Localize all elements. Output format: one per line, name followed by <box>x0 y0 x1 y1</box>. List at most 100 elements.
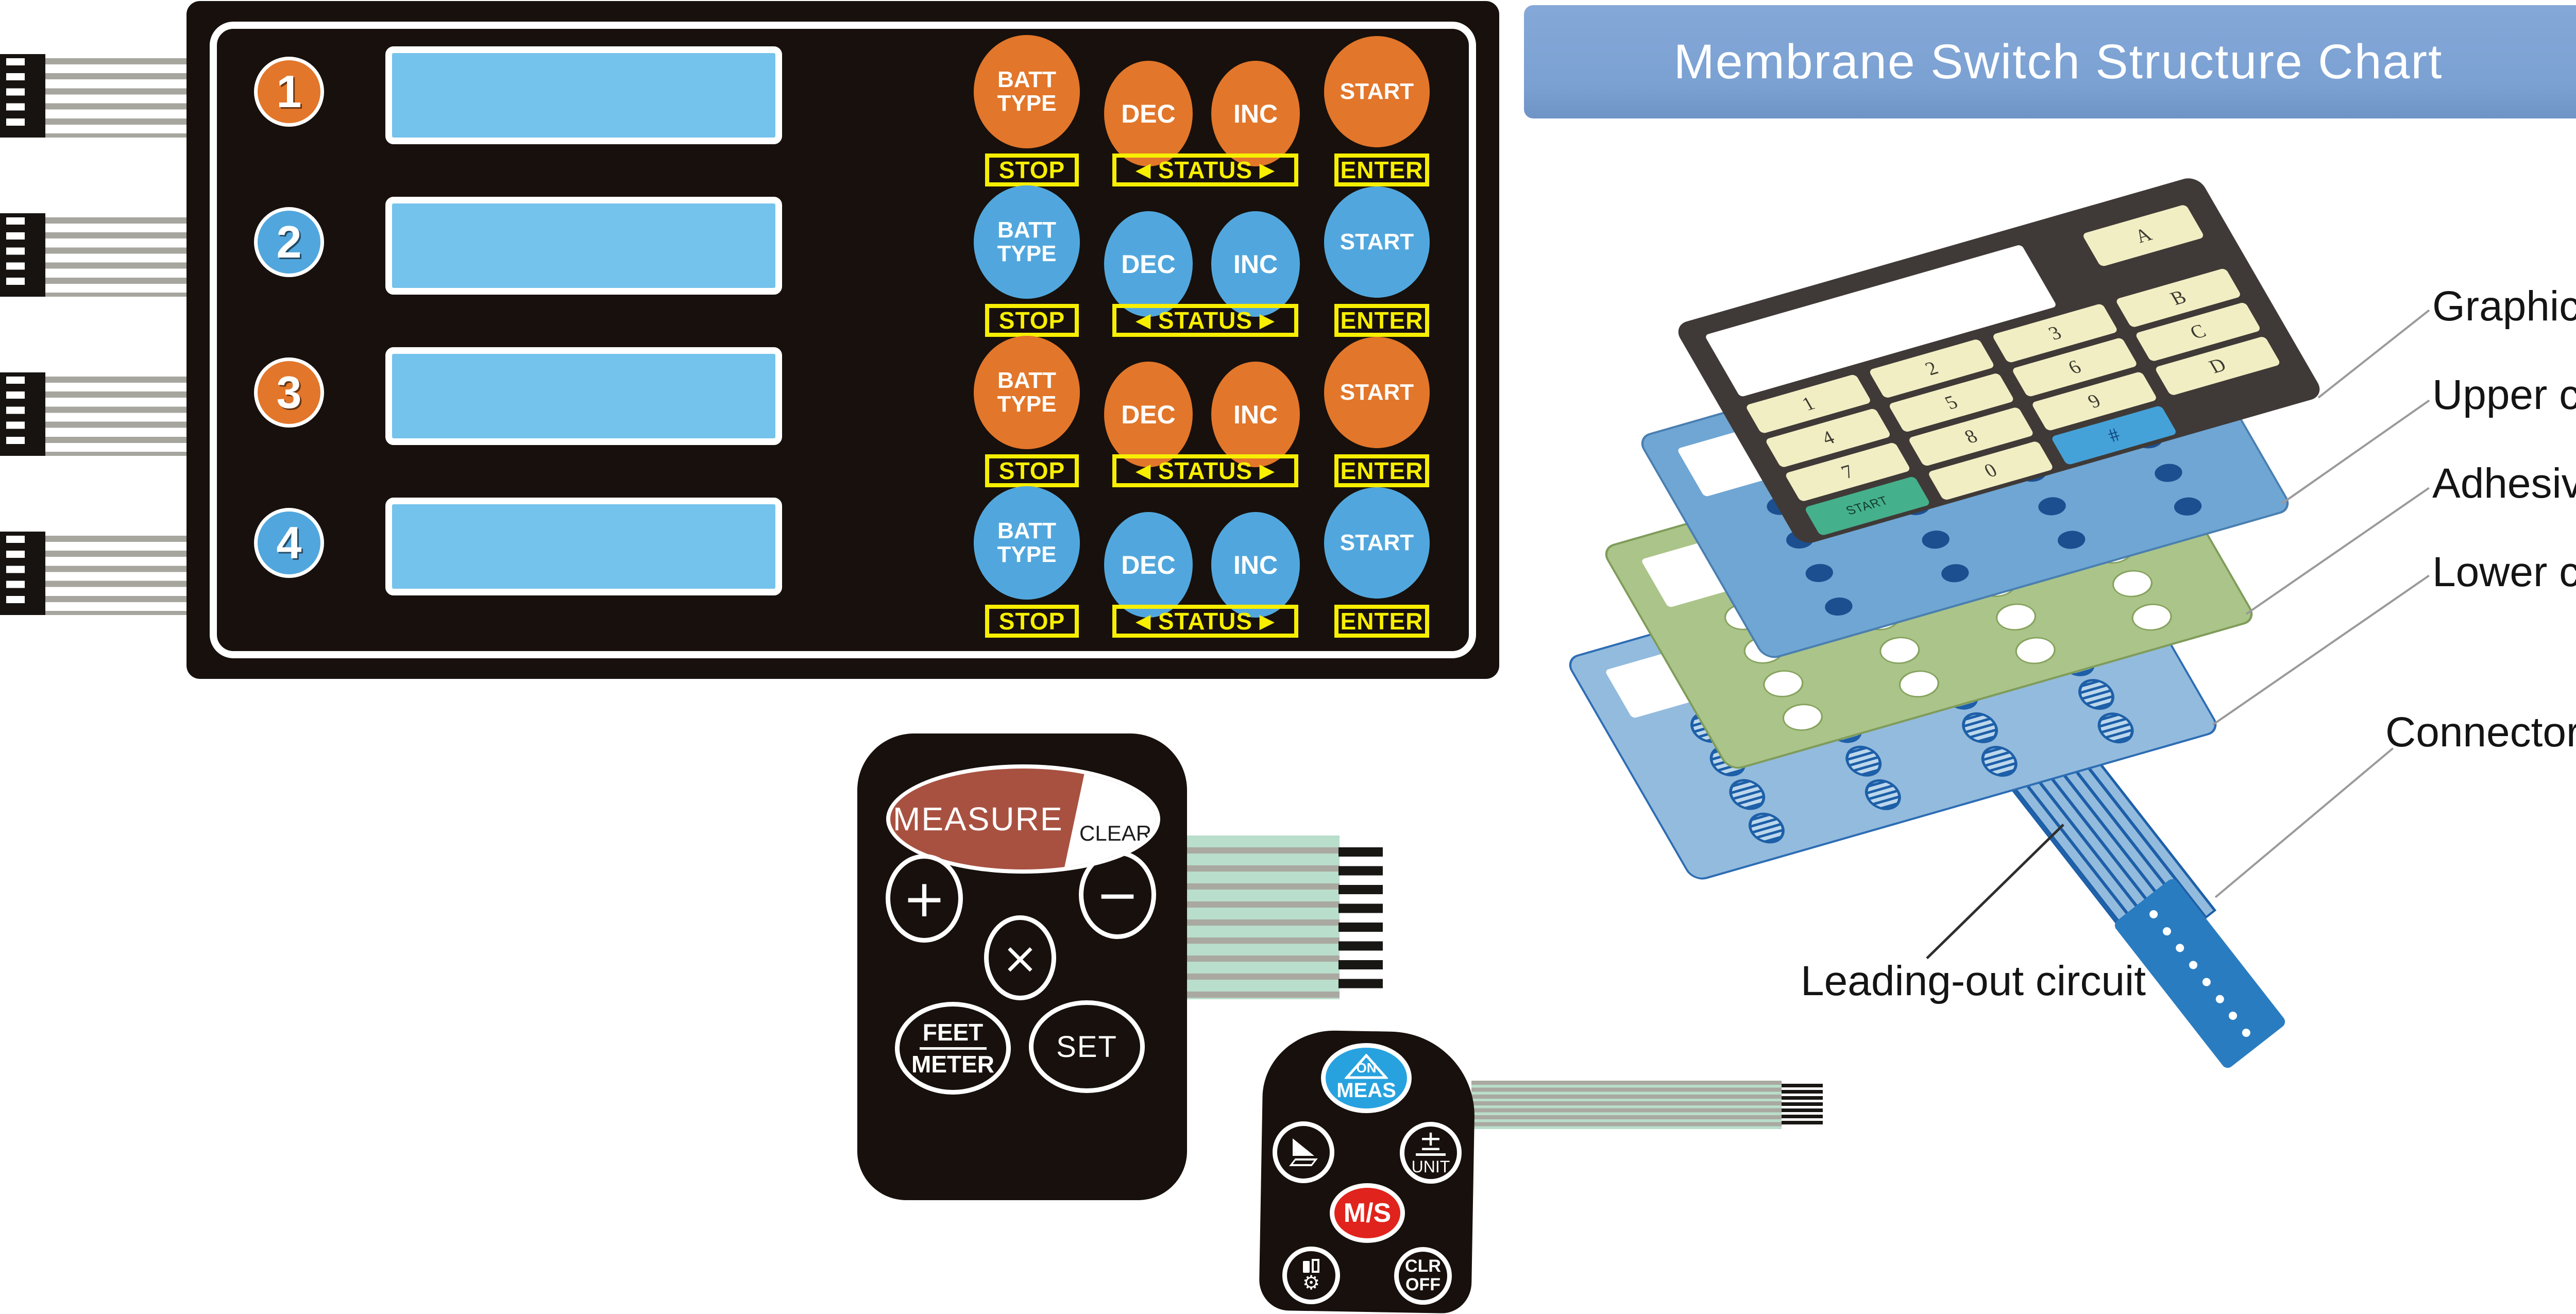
circuit-pad <box>1839 742 1888 781</box>
stop-button[interactable]: STOP <box>985 153 1079 186</box>
connector-contact-dot <box>2227 1010 2239 1022</box>
label-graphic-overlay: Graphic Overlay <box>2432 283 2576 330</box>
leader-line-upper-circuit <box>2281 399 2430 504</box>
leader-line-connector <box>2214 747 2394 898</box>
leader-line-graphic-overlay <box>2317 309 2430 399</box>
label-leading-out-circuit: Leading-out circuit <box>1801 958 2146 1004</box>
connector-contact-dot <box>2147 908 2160 920</box>
status-button[interactable]: ◀STATUS▶ <box>1112 304 1298 337</box>
enter-button[interactable]: ENTER <box>1334 605 1429 638</box>
status-right-arrow-icon[interactable]: ▶ <box>1260 310 1275 331</box>
adhesive-hole <box>2009 633 2061 669</box>
status-button[interactable]: ◀STATUS▶ <box>1112 153 1298 186</box>
backlight-button[interactable]: ⚙ <box>1282 1247 1340 1304</box>
page-title: Membrane Switch Structure Chart <box>1673 34 2443 89</box>
enter-button[interactable]: ENTER <box>1334 454 1429 487</box>
channel-number-badge: 4 <box>254 508 324 578</box>
lcd-display-window <box>385 347 782 445</box>
start-button[interactable]: START <box>1324 487 1430 599</box>
measurer-ribbon-cable <box>1183 835 1340 999</box>
status-right-arrow-icon[interactable]: ▶ <box>1260 610 1275 632</box>
circuit-pad <box>1955 708 2004 747</box>
feet-meter-button[interactable]: FEET METER <box>895 1002 1011 1095</box>
stop-button[interactable]: STOP <box>985 304 1079 337</box>
lcd-display-window <box>385 498 782 595</box>
ribbon-wires-3 <box>45 372 188 456</box>
status-button[interactable]: ◀STATUS▶ <box>1112 605 1298 638</box>
contact-dot <box>2054 528 2089 552</box>
label-upper-circuit-layer: Upper circuit Layer <box>2432 371 2576 418</box>
inc-button[interactable]: INC <box>1211 211 1300 317</box>
measurer-ribbon-pins <box>1338 847 1383 998</box>
circuit-pad <box>2072 675 2121 714</box>
status-left-arrow-icon[interactable]: ◀ <box>1136 460 1151 481</box>
contact-dot <box>1937 561 1973 586</box>
gear-icon: ⚙ <box>1302 1271 1320 1294</box>
channel-number-badge: 3 <box>254 357 324 428</box>
ribbon-wires-1 <box>45 54 188 138</box>
on-meas-button[interactable]: ON MEAS <box>1321 1043 1412 1113</box>
enter-button[interactable]: ENTER <box>1334 153 1429 186</box>
ms-button[interactable]: M/S <box>1330 1183 1405 1243</box>
contact-dot <box>2170 494 2206 519</box>
dec-button[interactable]: DEC <box>1104 61 1193 166</box>
circuit-pad <box>1722 775 1772 814</box>
dec-button[interactable]: DEC <box>1104 512 1193 618</box>
connector-contact-dot <box>2200 976 2213 988</box>
ribbon-connector-4 <box>0 532 45 615</box>
set-button[interactable]: SET <box>1029 1000 1145 1093</box>
lcd-display-window <box>385 46 782 144</box>
inc-button[interactable]: INC <box>1211 362 1300 467</box>
connector-pin-slots <box>6 217 25 293</box>
overlay-key-a[interactable]: A <box>2081 204 2205 267</box>
channel-number-badge: 2 <box>254 207 324 277</box>
status-button[interactable]: ◀STATUS▶ <box>1112 454 1298 487</box>
status-right-arrow-icon[interactable]: ▶ <box>1260 460 1275 481</box>
clr-off-button[interactable]: CLR OFF <box>1394 1247 1452 1305</box>
connector-pin-slots <box>6 58 25 133</box>
stop-button[interactable]: STOP <box>985 605 1079 638</box>
start-button[interactable]: START <box>1324 186 1430 298</box>
connector-contact-dot <box>2187 959 2199 971</box>
status-right-arrow-icon[interactable]: ▶ <box>1260 159 1275 180</box>
contact-dot <box>1801 561 1837 585</box>
inc-button[interactable]: INC <box>1211 512 1300 618</box>
mini-keypad-ribbon-pins <box>1782 1084 1823 1127</box>
label-lower-circuit-layer: Lower circuit Layer <box>2432 549 2576 595</box>
start-button[interactable]: START <box>1324 337 1430 448</box>
adhesive-hole <box>1873 633 1926 669</box>
adhesive-hole <box>1757 666 1809 702</box>
minus-button[interactable]: − <box>1079 850 1156 939</box>
ribbon-connector-1 <box>0 54 45 138</box>
stop-button[interactable]: STOP <box>985 454 1079 487</box>
unit-button[interactable]: ± UNIT <box>1400 1122 1462 1184</box>
dec-button[interactable]: DEC <box>1104 211 1193 317</box>
enter-button[interactable]: ENTER <box>1334 304 1429 337</box>
plus-button[interactable]: + <box>886 854 963 943</box>
label-connector: Connector <box>2385 709 2576 756</box>
lcd-display-window <box>385 197 782 295</box>
mini-keypad-ribbon-cable <box>1471 1081 1782 1129</box>
inc-button[interactable]: INC <box>1211 61 1300 166</box>
circuit-pad <box>1742 809 1791 848</box>
status-left-arrow-icon[interactable]: ◀ <box>1136 159 1151 180</box>
start-button[interactable]: START <box>1324 36 1430 147</box>
circuit-pad <box>1858 775 1907 814</box>
status-left-arrow-icon[interactable]: ◀ <box>1136 610 1151 632</box>
ribbon-wires-2 <box>45 213 188 297</box>
status-left-arrow-icon[interactable]: ◀ <box>1136 310 1151 331</box>
target-prism-button[interactable] <box>1273 1121 1334 1183</box>
connector-pin-slots <box>6 377 25 452</box>
multiply-button[interactable]: × <box>984 915 1056 1000</box>
adhesive-hole <box>1776 699 1829 736</box>
measure-button[interactable]: MEASURE <box>893 800 1063 838</box>
dec-button[interactable]: DEC <box>1104 362 1193 467</box>
